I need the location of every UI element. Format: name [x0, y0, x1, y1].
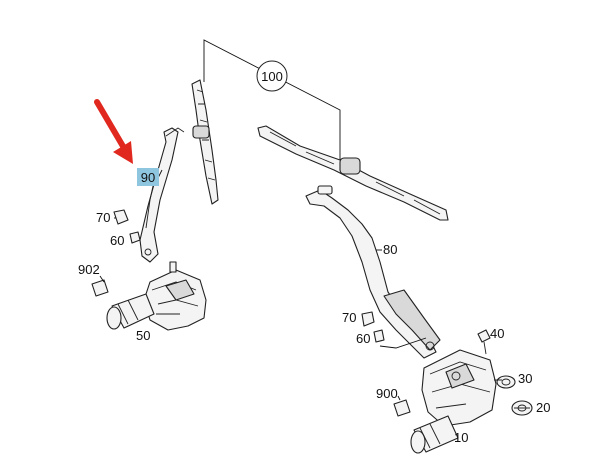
- callout-70-lower: 70: [342, 310, 356, 325]
- bushing-902: [91, 279, 109, 297]
- callout-70-upper: 70: [96, 210, 110, 225]
- bolt-40: [477, 329, 491, 355]
- callout-90-highlight: [137, 168, 159, 186]
- callout-60-lower: 60: [356, 331, 370, 346]
- callout-100: 100: [261, 69, 283, 84]
- wiper-motor-50: [106, 261, 207, 331]
- rubber-grommet-70b: [361, 311, 375, 327]
- callout-100-circle: [256, 60, 288, 92]
- rubber-grommet-70a: [113, 209, 129, 225]
- wiper-arm-90: [139, 127, 185, 263]
- callout-900: 900: [376, 386, 398, 401]
- callout-90: 90: [141, 170, 155, 185]
- bushing-900: [393, 399, 411, 417]
- callout-50: 50: [136, 328, 150, 343]
- nut-60a: [129, 231, 141, 244]
- wiper-arm-80: [305, 185, 441, 359]
- callout-902: 902: [78, 262, 100, 277]
- right-wiper-blade: [257, 125, 449, 221]
- callout-30: 30: [518, 371, 532, 386]
- nut-60b: [373, 329, 385, 343]
- callout-10: 10: [454, 430, 468, 445]
- left-wiper-blade: [191, 79, 219, 205]
- leader-100-bracket: [203, 39, 341, 165]
- callout-60-upper: 60: [110, 233, 124, 248]
- red-pointer-arrow: [94, 99, 133, 164]
- callout-80: 80: [383, 242, 397, 257]
- callout-40: 40: [490, 326, 504, 341]
- callout-20: 20: [536, 400, 550, 415]
- washer-30: [496, 375, 516, 389]
- wiper-motor-10: [410, 349, 497, 454]
